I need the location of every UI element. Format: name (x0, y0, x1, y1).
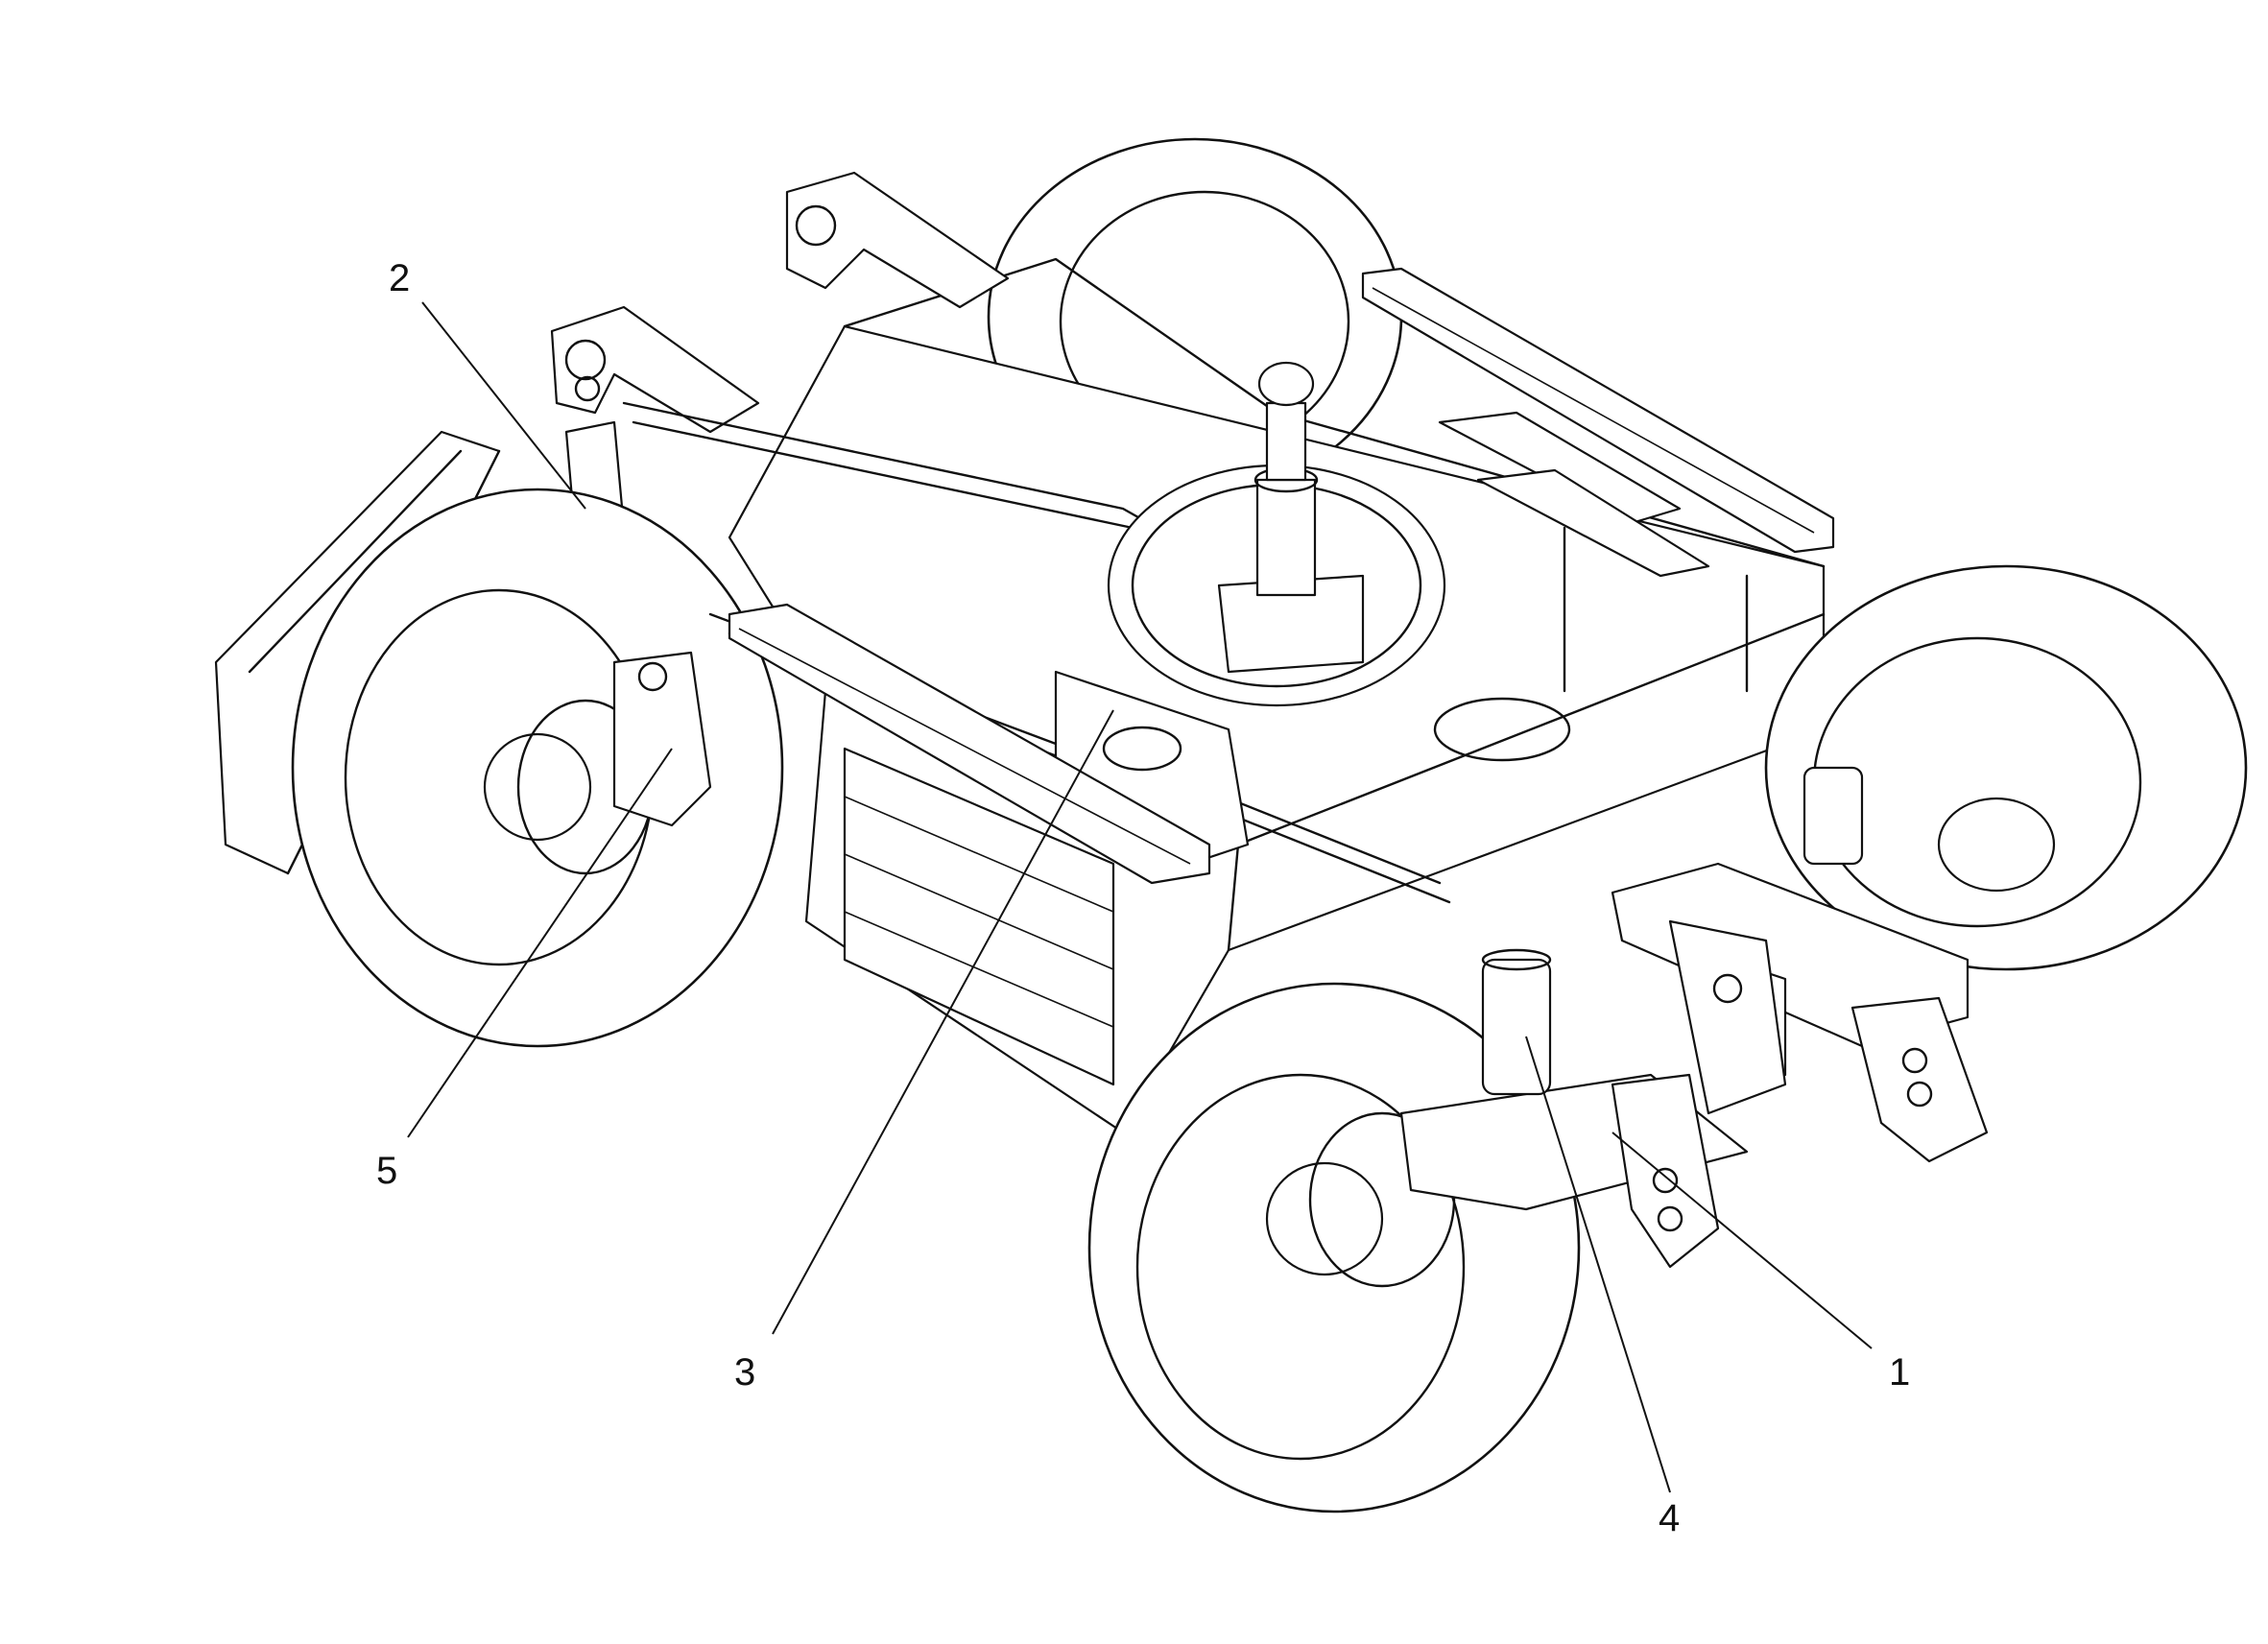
slewing-ring (1107, 361, 1446, 707)
callout-2: 2 (389, 257, 411, 299)
front-steering-knuckle (612, 651, 712, 827)
leader-5 (407, 748, 673, 1138)
frame-opening (1433, 697, 1571, 762)
turntable-cap (1257, 361, 1315, 407)
leader-3 (772, 709, 1114, 1335)
leader-2 (421, 301, 586, 510)
leader-4 (1525, 1036, 1671, 1493)
callout-3: 3 (734, 1351, 756, 1394)
leader-1 (1611, 1132, 1873, 1349)
front-step-ladder (728, 603, 1211, 1086)
rear-right-wheel (1764, 564, 2248, 971)
front-axle (1399, 919, 1787, 1269)
callout-4: 4 (1659, 1497, 1681, 1539)
rear-step-platform (1361, 267, 1835, 693)
leader-lines (407, 301, 1873, 1493)
front-left-wheel (291, 488, 784, 1048)
callout-5: 5 (376, 1150, 398, 1192)
callout-1: 1 (1889, 1351, 1911, 1394)
suspension-cylinder (1481, 958, 1552, 1096)
